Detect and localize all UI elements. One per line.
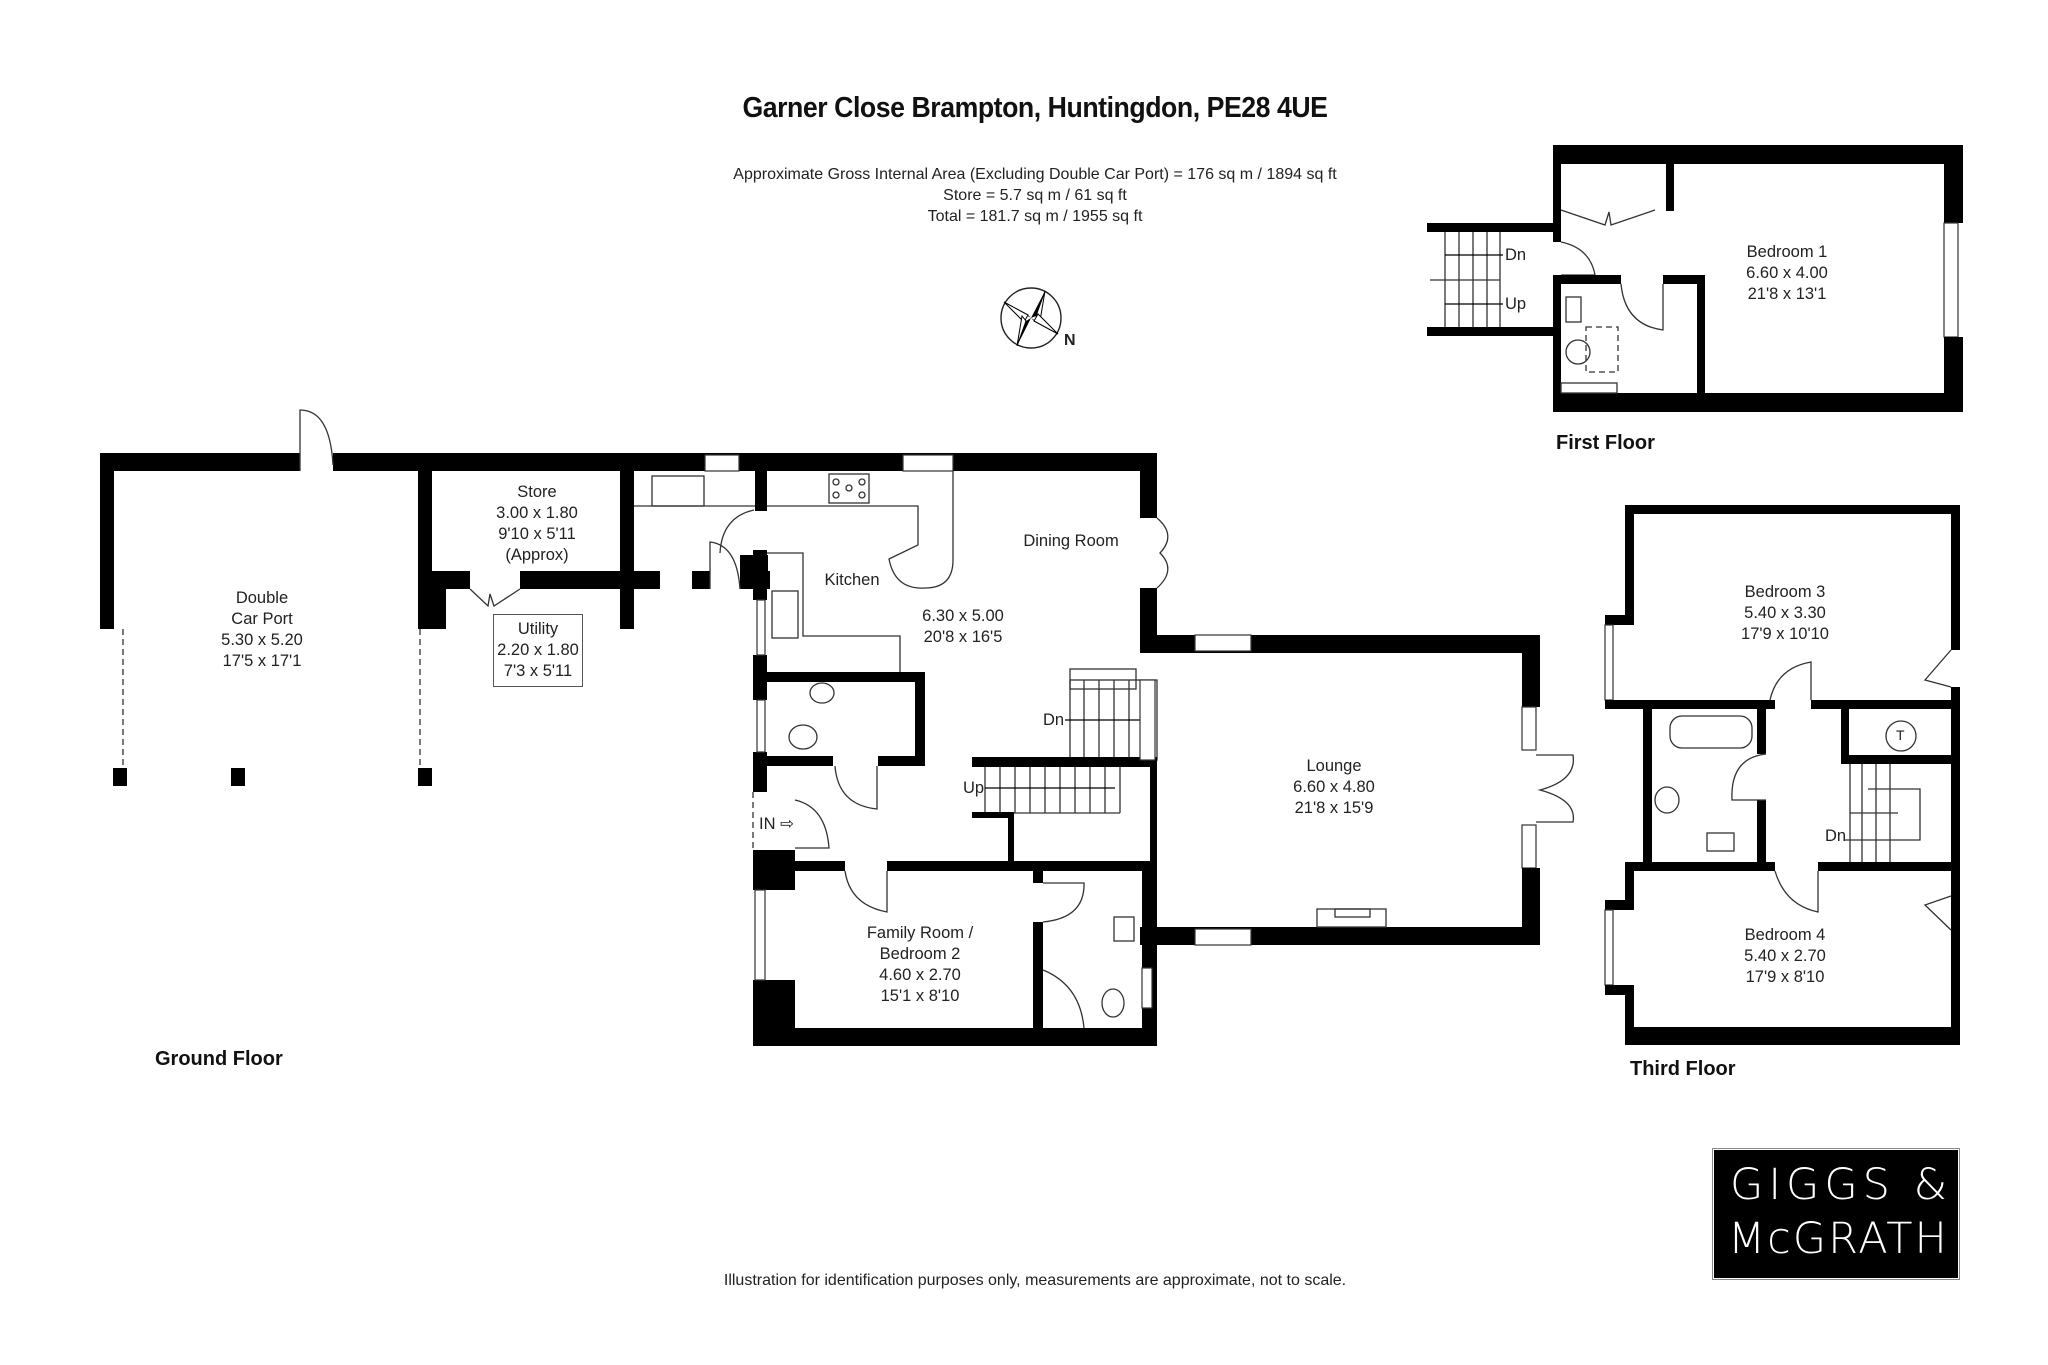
- room-name: Bedroom 4: [1744, 926, 1826, 944]
- lounge-plan: [1139, 634, 1575, 946]
- room-imperial: 15'1 x 8'10: [880, 987, 960, 1005]
- entrance-text: IN: [759, 815, 776, 833]
- room-metric: 3.00 x 1.80: [496, 504, 578, 522]
- area-summary: Approximate Gross Internal Area (Excludi…: [0, 164, 2048, 227]
- water-tank-icon: T: [1896, 727, 1905, 743]
- room-name: Bedroom 2: [879, 945, 961, 963]
- third-stairs-down-label: Dn: [1825, 827, 1847, 845]
- area-store: Store = 5.7 sq m / 61 sq ft: [943, 187, 1127, 204]
- room-metric: 2.20 x 1.80: [497, 641, 579, 659]
- room-imperial: 17'5 x 17'1: [222, 652, 302, 670]
- room-imperial: 21'8 x 13'1: [1747, 285, 1827, 303]
- room-name: Utility: [517, 620, 559, 638]
- room-name: Car Port: [231, 610, 293, 628]
- disclaimer: Illustration for identification purposes…: [723, 1272, 1347, 1289]
- first-stairs-up-label: Up: [1505, 295, 1527, 313]
- first-stairs: [1430, 232, 1503, 327]
- ground-stairs-down-label: Dn: [1043, 711, 1065, 729]
- area-total: Total = 181.7 sq m / 1955 sq ft: [927, 208, 1143, 225]
- ground-stairs-up: [984, 767, 1121, 814]
- room-imperial: 7'3 x 5'11: [503, 662, 573, 680]
- room-note: (Approx): [505, 546, 569, 564]
- logo-line-2: McGRATH: [1728, 1214, 1949, 1264]
- room-name: Double: [235, 589, 289, 607]
- room-bedroom-3: Bedroom 3 5.40 x 3.30 17'9 x 10'10: [1741, 582, 1829, 645]
- third-floor-label: Third Floor: [1630, 1058, 1736, 1080]
- room-imperial: 21'8 x 15'9: [1294, 799, 1374, 817]
- room-dining-dimensions: 6.30 x 5.00 20'8 x 16'5: [922, 606, 1004, 648]
- north-compass-icon: [1000, 287, 1062, 349]
- logo-line-1: GIGGS &: [1730, 1160, 1953, 1210]
- room-name: Store: [517, 483, 557, 501]
- room-family-bedroom-2: Family Room / Bedroom 2 4.60 x 2.70 15'1…: [867, 923, 973, 1007]
- entrance-label: IN ⇨: [759, 814, 794, 834]
- third-stairs: [1845, 764, 1921, 864]
- room-metric: 5.40 x 3.30: [1744, 604, 1826, 622]
- room-double-car-port: Double Car Port 5.30 x 5.20 17'5 x 17'1: [221, 588, 303, 672]
- room-metric: 6.60 x 4.00: [1746, 264, 1828, 282]
- giggs-mcgrath-logo: GIGGS & McGRATH: [1714, 1150, 1958, 1278]
- compass-north-label: N: [1064, 332, 1076, 349]
- ground-stairs-up-label: Up: [963, 779, 985, 797]
- room-imperial: 20'8 x 16'5: [923, 628, 1003, 646]
- room-metric: 4.60 x 2.70: [879, 966, 961, 984]
- entrance-arrow-icon: ⇨: [780, 815, 794, 833]
- room-metric: 6.30 x 5.00: [922, 607, 1004, 625]
- room-utility: Utility 2.20 x 1.80 7'3 x 5'11: [493, 614, 583, 687]
- third-floor-plan: [1604, 505, 1960, 1045]
- ground-floor-plan: [100, 409, 1169, 1046]
- room-metric: 5.40 x 2.70: [1744, 947, 1826, 965]
- first-floor-plan: [1427, 145, 1963, 412]
- room-name: Bedroom 1: [1746, 243, 1828, 261]
- first-stairs-down-label: Dn: [1505, 246, 1527, 264]
- room-bedroom-4: Bedroom 4 5.40 x 2.70 17'9 x 8'10: [1744, 925, 1826, 988]
- room-metric: 6.60 x 4.80: [1293, 778, 1375, 796]
- room-store: Store 3.00 x 1.80 9'10 x 5'11 (Approx): [496, 482, 578, 566]
- room-imperial: 17'9 x 10'10: [1741, 625, 1829, 643]
- room-name: Family Room /: [866, 924, 974, 942]
- room-name: Bedroom 3: [1744, 583, 1826, 601]
- first-floor-label: First Floor: [1556, 432, 1655, 454]
- room-name: Lounge: [1306, 757, 1362, 775]
- page-title: Garner Close Brampton, Huntingdon, PE28 …: [742, 92, 1328, 124]
- room-imperial: 17'9 x 8'10: [1745, 968, 1825, 986]
- room-imperial: 9'10 x 5'11: [498, 525, 576, 543]
- room-lounge: Lounge 6.60 x 4.80 21'8 x 15'9: [1293, 756, 1375, 819]
- area-gross-internal: Approximate Gross Internal Area (Excludi…: [733, 166, 1337, 183]
- ground-floor-label: Ground Floor: [155, 1048, 283, 1070]
- room-bedroom-1: Bedroom 1 6.60 x 4.00 21'8 x 13'1: [1746, 242, 1828, 305]
- room-kitchen: Kitchen: [824, 571, 880, 589]
- room-dining-name: Dining Room: [1023, 532, 1119, 550]
- room-metric: 5.30 x 5.20: [221, 631, 303, 649]
